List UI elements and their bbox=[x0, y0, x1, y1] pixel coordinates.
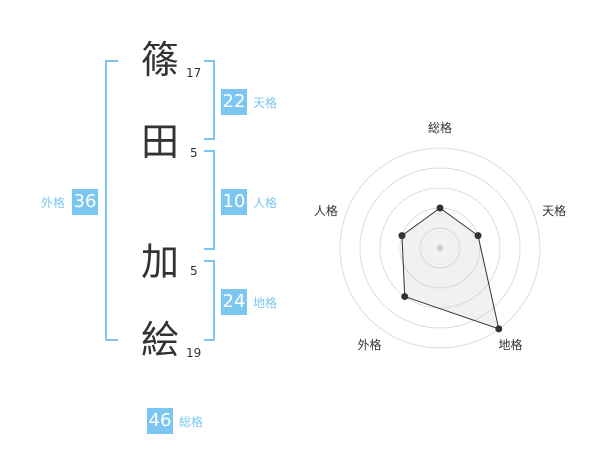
radar-points bbox=[398, 204, 503, 333]
radar-axis-label-3: 地格 bbox=[499, 337, 523, 352]
radar-point-4 bbox=[401, 293, 409, 301]
stroke-count-3: 5 bbox=[190, 264, 198, 278]
jinkaku-value: 10 bbox=[221, 189, 247, 215]
chikaku-value: 24 bbox=[221, 289, 247, 315]
jinkaku-bracket bbox=[204, 150, 215, 250]
radar-ring-1 bbox=[419, 227, 461, 269]
chikaku-bracket bbox=[204, 260, 215, 341]
soukaku-value: 46 bbox=[147, 408, 173, 434]
radar-ring-5 bbox=[339, 147, 541, 349]
stroke-count-4: 19 bbox=[186, 346, 202, 360]
radar-center-dot bbox=[437, 245, 443, 251]
radar-point-3 bbox=[495, 325, 503, 333]
radar-ring-4 bbox=[359, 167, 521, 329]
name-char-4: 絵 bbox=[140, 318, 179, 362]
gaikaku-bracket bbox=[105, 60, 118, 341]
jinkaku-label: 人格 bbox=[253, 196, 278, 210]
name-char-3: 加 bbox=[140, 240, 179, 284]
radar-point-2 bbox=[474, 232, 482, 240]
name-char-2: 田 bbox=[140, 120, 179, 164]
name-char-1: 篠 bbox=[140, 38, 179, 82]
tenkaku-bracket bbox=[204, 60, 215, 140]
tenkaku-label: 天格 bbox=[253, 96, 278, 110]
radar-axis-label-4: 外格 bbox=[357, 337, 381, 352]
stroke-count-2: 5 bbox=[190, 146, 198, 160]
tenkaku-value: 22 bbox=[221, 89, 247, 115]
radar-axis-label-5: 人格 bbox=[314, 203, 338, 218]
radar-polygon bbox=[401, 207, 500, 330]
radar-ring-3 bbox=[379, 187, 501, 309]
radar-point-1 bbox=[436, 204, 444, 212]
gaikaku-label: 外格 bbox=[41, 196, 66, 210]
radar-axis-label-2: 天格 bbox=[542, 203, 566, 218]
gaikaku-value: 36 bbox=[72, 189, 98, 215]
stroke-count-1: 17 bbox=[186, 66, 202, 80]
radar-axis-label-1: 総格 bbox=[428, 120, 452, 135]
chikaku-label: 地格 bbox=[253, 296, 278, 310]
radar-point-5 bbox=[398, 232, 406, 240]
soukaku-label: 総格 bbox=[179, 415, 204, 429]
